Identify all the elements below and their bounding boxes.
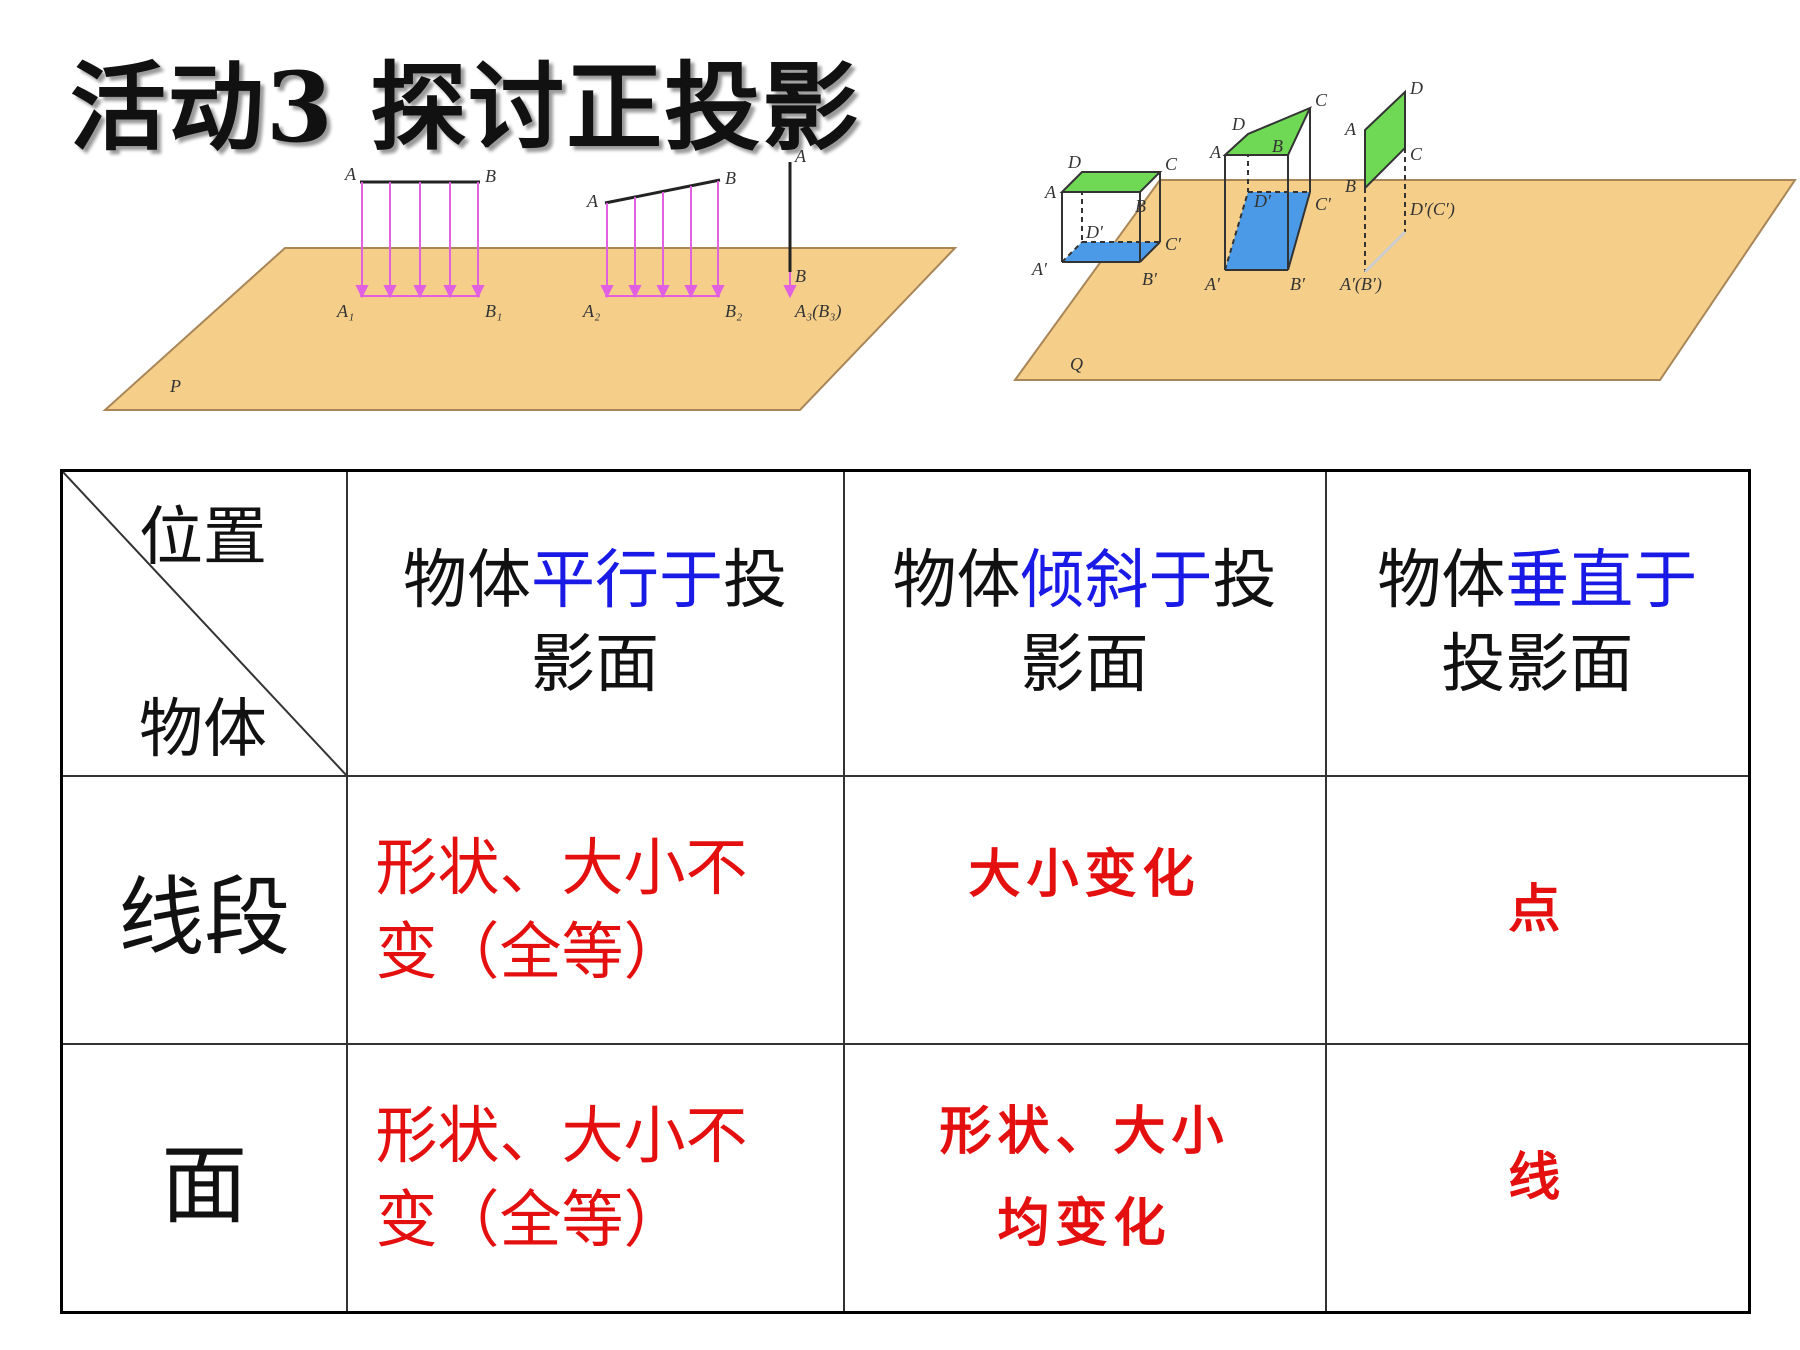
label-dp: D′ — [1253, 191, 1272, 211]
label-a: A — [1344, 119, 1357, 139]
label-bp: B′ — [1290, 274, 1306, 294]
segment-oblique — [604, 178, 721, 205]
label-b: B — [1272, 136, 1283, 156]
face-parallel — [1059, 171, 1163, 263]
cell-segment-parallel: 形状、大小不 变（全等） — [345, 774, 845, 1045]
page-title: 活动3 探讨正投影 — [70, 51, 861, 164]
cell-face-oblique: 形状、大小 均变化 — [842, 1042, 1327, 1314]
label-d: D — [1067, 152, 1081, 172]
label-a: A — [794, 146, 807, 166]
label-dp: D′ — [1085, 222, 1104, 242]
label-a: A — [1044, 182, 1057, 202]
label-d: D — [1231, 114, 1245, 134]
corner-cell: 位置 物体 — [60, 469, 348, 777]
label-d: D — [1409, 80, 1423, 98]
cell-segment-oblique: 大小变化 — [842, 774, 1327, 1045]
plane-p — [102, 247, 958, 411]
corner-label-object: 物体 — [139, 693, 267, 767]
table-header-row: 位置 物体 物体平行于投 影面 物体倾斜于投 影面 物体垂直于 投影面 — [60, 469, 1751, 777]
label-cp: C′ — [1165, 234, 1182, 254]
projection-figure-segments: A B A₁ B₁ A B A₂ B₂ A B A₃(B₃) P — [102, 146, 958, 411]
table-row: 线段 形状、大小不 变（全等） 大小变化 点 — [60, 774, 1751, 1045]
label-b: B — [1345, 176, 1356, 196]
row-label-segment: 线段 — [60, 774, 348, 1045]
header-oblique: 物体倾斜于投 影面 — [842, 469, 1327, 777]
label-cp: C′ — [1315, 194, 1332, 214]
face-vertical — [1363, 89, 1407, 274]
label-apbp: A′(B′) — [1339, 274, 1382, 295]
label-ap: A′ — [1031, 259, 1048, 279]
face-oblique — [1222, 106, 1313, 271]
header-highlight: 倾斜于 — [1020, 544, 1213, 619]
label-a: A — [344, 164, 357, 184]
label-c: C — [1315, 90, 1328, 110]
projection-arrow-vertical — [783, 272, 797, 299]
label-b: B — [485, 166, 496, 186]
table-row: 面 形状、大小不 变（全等） 形状、大小 均变化 线 — [60, 1042, 1751, 1314]
label-b: B — [1135, 196, 1146, 216]
label-bp: B′ — [1142, 269, 1158, 289]
label-b2: B₂ — [725, 301, 742, 321]
corner-label-position: 位置 — [139, 501, 267, 575]
label-a2: A₂ — [582, 301, 600, 321]
label-b: B — [725, 168, 736, 188]
label-a3b3: A₃(B₃) — [794, 301, 842, 322]
label-dpcp: D′(C′) — [1409, 199, 1455, 220]
label-b1: B₁ — [485, 301, 502, 321]
projection-figure-planes: D C A B D′ C′ A′ B′ D C A B D′ C′ A′ B′ … — [1013, 80, 1797, 381]
plane-q — [1013, 179, 1797, 381]
label-a: A — [1209, 142, 1222, 162]
label-c: C — [1165, 154, 1178, 174]
label-p: P — [169, 376, 181, 396]
label-a1: A₁ — [336, 301, 354, 321]
label-b: B — [795, 266, 806, 286]
cell-segment-vertical: 点 — [1324, 774, 1751, 1045]
label-ap: A′ — [1204, 274, 1221, 294]
header-highlight: 平行于 — [531, 544, 723, 619]
row-label-face: 面 — [60, 1042, 348, 1314]
label-a: A — [586, 191, 599, 211]
corner-diagonal — [63, 472, 348, 777]
label-q: Q — [1070, 354, 1083, 374]
label-c: C — [1410, 144, 1423, 164]
header-highlight: 垂直于 — [1505, 544, 1698, 619]
cell-face-vertical: 线 — [1324, 1042, 1751, 1314]
projection-arrows-parallel — [355, 182, 485, 299]
header-parallel: 物体平行于投 影面 — [345, 469, 845, 777]
projection-arrows-oblique — [600, 181, 725, 299]
header-vertical: 物体垂直于 投影面 — [1324, 469, 1751, 777]
cell-face-parallel: 形状、大小不 变（全等） — [345, 1042, 845, 1314]
projection-table: 位置 物体 物体平行于投 影面 物体倾斜于投 影面 物体垂直于 投影面 线段 形… — [60, 469, 1751, 1314]
